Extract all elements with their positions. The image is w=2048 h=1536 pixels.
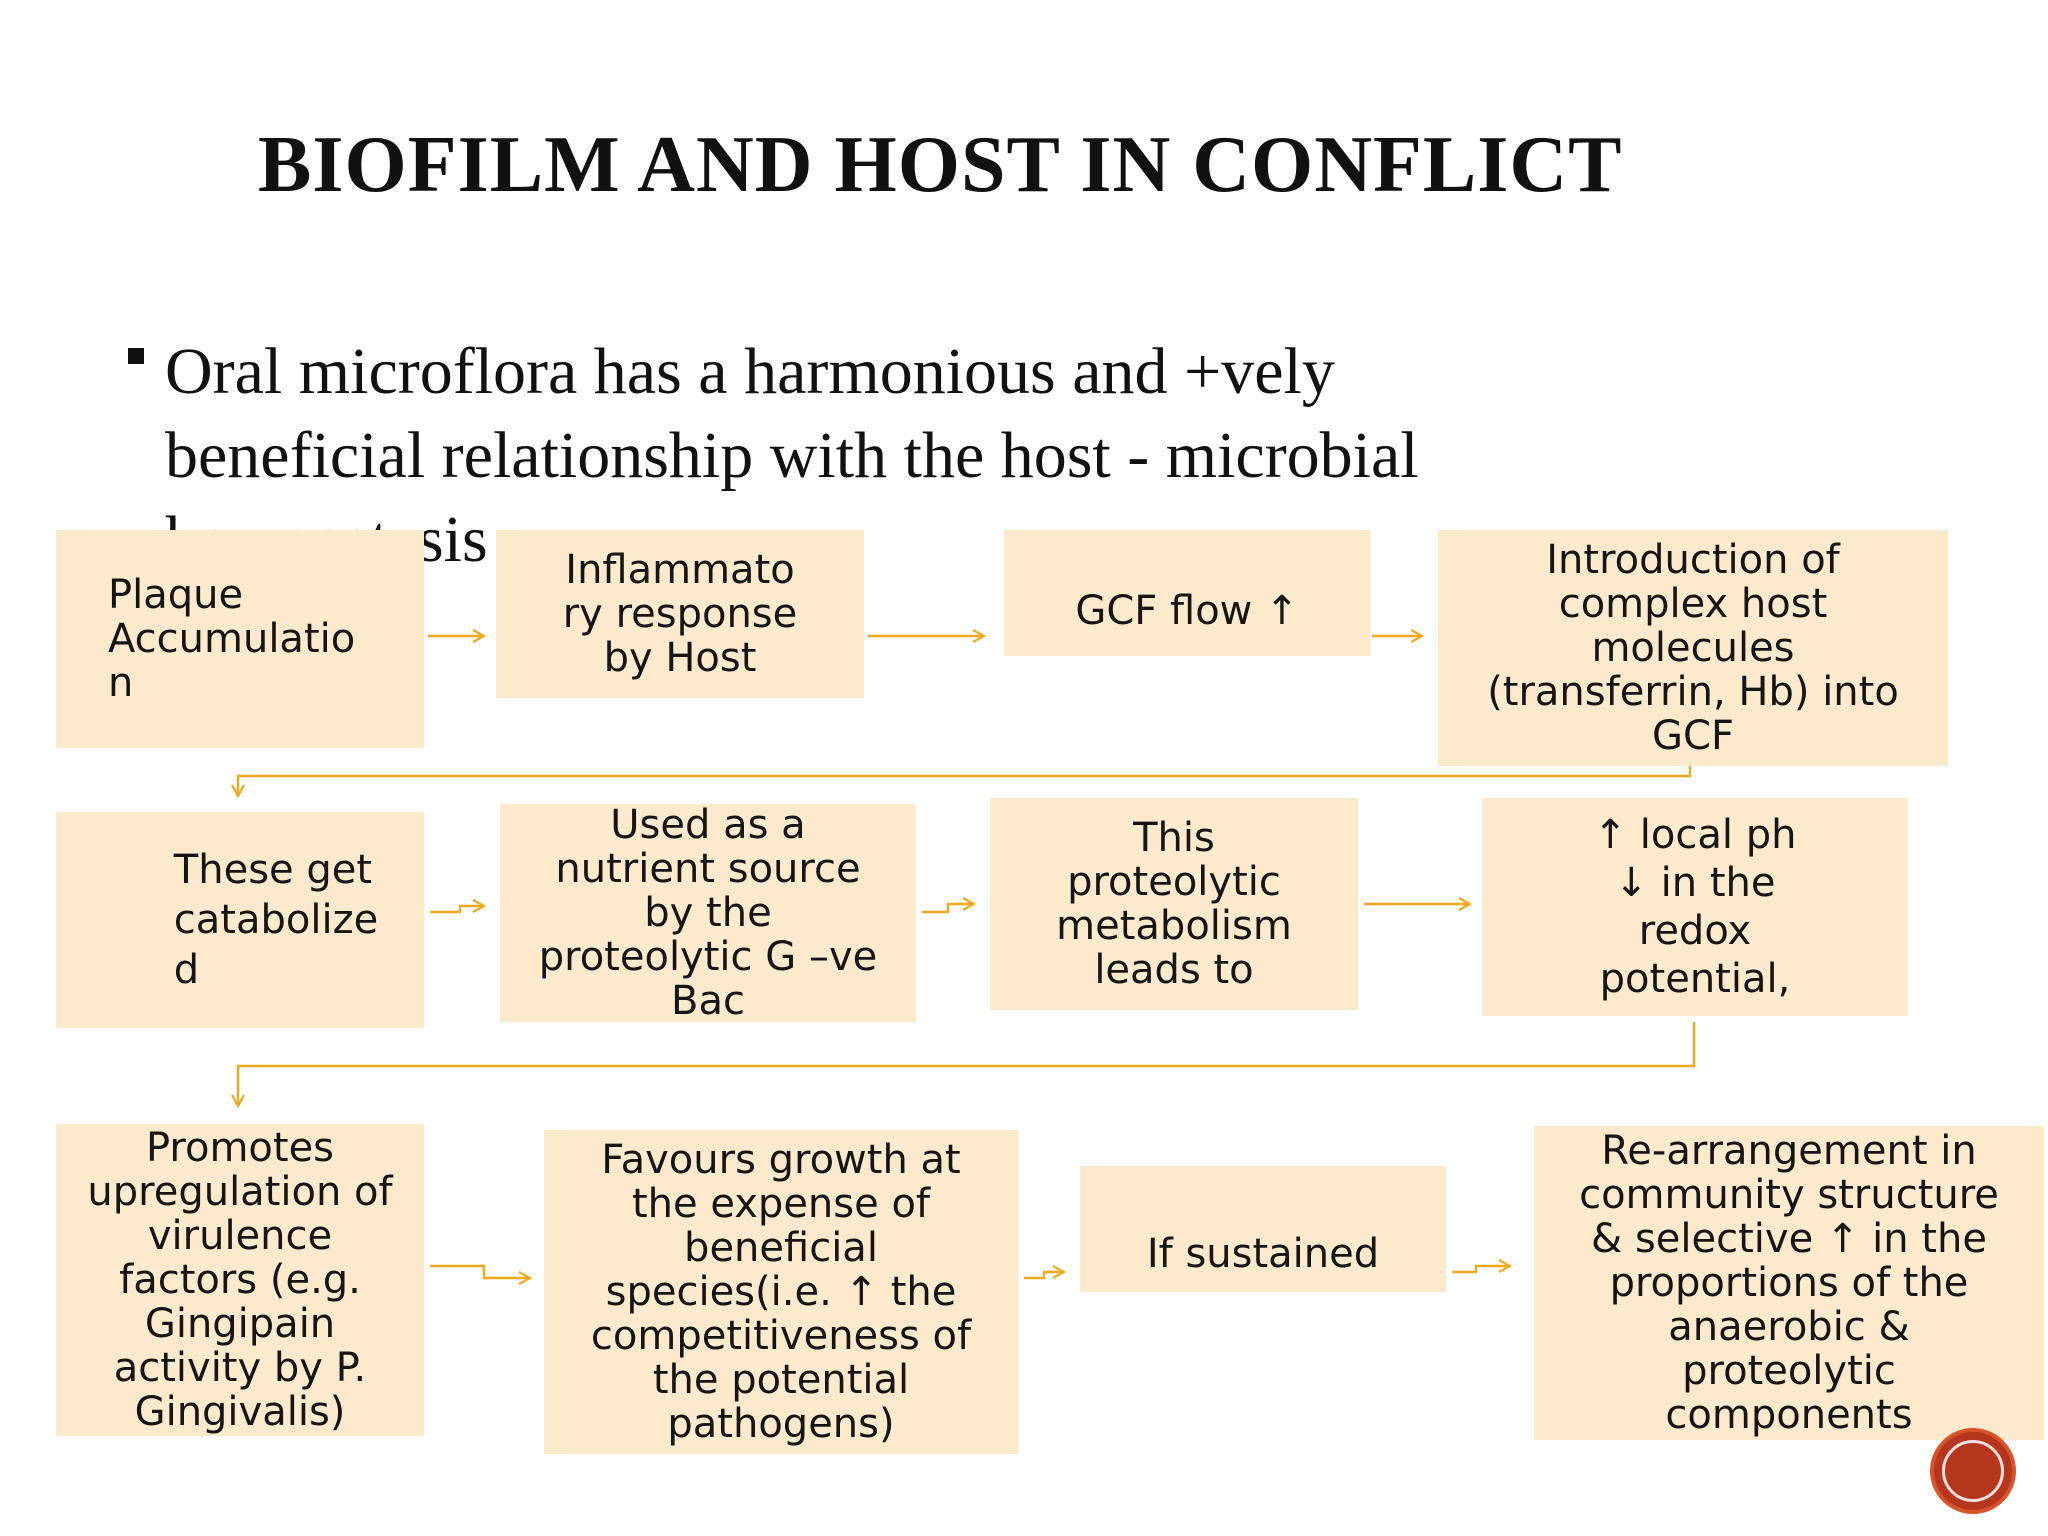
flow-box-text: This proteolytic metabolism leads to: [1056, 815, 1292, 993]
flow-box-favours-growth: Favours growth at the expense of benefic…: [544, 1130, 1018, 1454]
arrow-r3-2: [1024, 1272, 1064, 1280]
flow-box-text: Favours growth at the expense of benefic…: [590, 1137, 972, 1447]
flow-box-text: Inflammato ry response by Host: [562, 547, 798, 681]
arrow-r3-3: [1452, 1266, 1510, 1274]
flow-box-plaque-accumulation: Plaque Accumulatio n: [56, 530, 424, 748]
flow-box-text: ↑ local ph ↓ in the redox potential,: [1593, 812, 1797, 1002]
connector-row1-row2: [238, 764, 1692, 796]
arrow-r2-2: [922, 904, 974, 914]
flow-box-rearrangement: Re-arrangement in community structure & …: [1534, 1126, 2044, 1440]
flow-box-text: These get catabolize d: [173, 847, 379, 993]
flow-box-catabolized: These get catabolize d: [56, 812, 424, 1028]
flow-box-ph-redox: ↑ local ph ↓ in the redox potential,: [1482, 798, 1908, 1016]
flow-box-text: Plaque Accumulatio n: [108, 572, 356, 706]
bullet-square-icon: [128, 348, 144, 364]
connector-row2-row3: [238, 1022, 1696, 1106]
flow-box-text: Re-arrangement in community structure & …: [1579, 1128, 1999, 1438]
flow-box-virulence-factors: Promotes upregulation of virulence facto…: [56, 1124, 424, 1436]
flow-box-text: Used as a nutrient source by the proteol…: [538, 802, 878, 1024]
arrow-r3-1: [430, 1264, 530, 1278]
flow-box-proteolytic-metabolism: This proteolytic metabolism leads to: [990, 798, 1358, 1010]
flow-box-gcf-flow: GCF flow ↑: [1004, 530, 1370, 656]
flow-box-host-molecules: Introduction of complex host molecules (…: [1438, 530, 1948, 766]
flow-box-nutrient-source: Used as a nutrient source by the proteol…: [500, 802, 916, 1024]
slide-title: BIOFILM AND HOST IN CONFLICT: [258, 121, 1623, 209]
slide-badge-icon: [1930, 1428, 2016, 1514]
flow-box-text: If sustained: [1146, 1231, 1380, 1277]
flow-box-text: GCF flow ↑: [1075, 588, 1299, 634]
flow-box-text: Promotes upregulation of virulence facto…: [87, 1125, 393, 1435]
flow-box-inflammatory-response: Inflammato ry response by Host: [496, 530, 864, 698]
flow-box-if-sustained: If sustained: [1080, 1166, 1446, 1292]
arrow-r2-1: [430, 906, 484, 914]
flow-box-text: Introduction of complex host molecules (…: [1487, 537, 1899, 759]
